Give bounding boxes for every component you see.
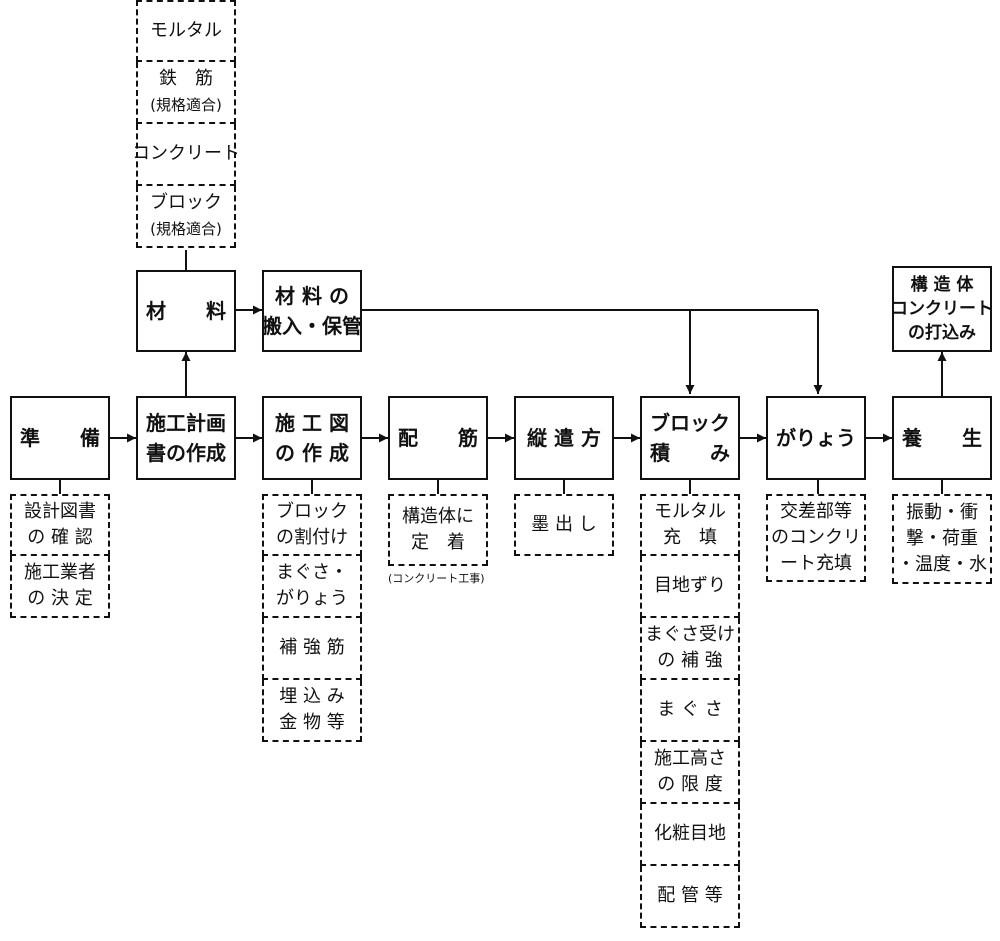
detail-item-line: 施工業者 <box>24 562 96 583</box>
detail-junbi: 設計図書の 確 認施工業者の 決 定 <box>10 494 110 618</box>
node-hannyu-hokan: 材 料 の搬入・保管 <box>262 270 362 352</box>
node-garyou: がりょう <box>766 396 866 480</box>
detail-item-line: 振動・衝 <box>906 502 978 523</box>
node-label-line: 縦 遣 方 <box>527 426 601 450</box>
detail-item: モルタル <box>136 0 236 62</box>
detail-item-line: ート充填 <box>780 553 852 574</box>
detail-item: ま ぐ さ <box>640 680 740 742</box>
detail-item: 鉄 筋 (規格適合) <box>136 62 236 124</box>
detail-item-line: モルタル <box>150 20 222 41</box>
detail-item: まぐさ受けの 補 強 <box>640 618 740 680</box>
detail-item-line: の 確 認 <box>27 527 93 548</box>
detail-item-line: 目地ずり <box>654 575 726 596</box>
detail-zairyo: モルタル鉄 筋 (規格適合) コンクリートブロック (規格適合) <box>132 0 240 248</box>
node-tatefujikata: 縦 遣 方 <box>514 396 614 480</box>
detail-tatefujikata: 墨 出 し <box>514 494 614 556</box>
detail-item-line: の 限 度 <box>657 774 723 795</box>
detail-item: モルタル充 填 <box>640 494 740 556</box>
detail-block-zumi: モルタル充 填目地ずりまぐさ受けの 補 強ま ぐ さ施工高さの 限 度化粧目地配… <box>640 494 740 928</box>
detail-item-line: 施工高さ <box>654 748 726 769</box>
node-label-line: 積 み <box>650 441 730 465</box>
node-label-line: の 作 成 <box>275 441 349 465</box>
node-junbi: 準 備 <box>10 396 110 480</box>
detail-item-line: のコンクリ <box>771 527 861 548</box>
detail-item: 施工業者の 決 定 <box>10 556 110 618</box>
detail-youjou: 振動・衝撃・荷重・温度・水 <box>892 494 992 584</box>
node-haikin: 配 筋 <box>388 396 488 480</box>
detail-item-line: 金 物 等 <box>279 712 345 733</box>
detail-item: ブロック (規格適合) <box>136 186 236 248</box>
node-sekouzu: 施 工 図の 作 成 <box>262 396 362 480</box>
detail-item-line: 交差部等 <box>780 501 852 522</box>
detail-item: 設計図書の 確 認 <box>10 494 110 556</box>
node-label-line: の打込み <box>908 323 976 343</box>
detail-item: 交差部等のコンクリート充填 <box>766 494 866 582</box>
detail-item-line: (規格適合) <box>150 220 222 238</box>
node-label-line: 準 備 <box>20 426 100 450</box>
detail-item-line: ・温度・水 <box>897 554 987 575</box>
node-label-line: コンクリート <box>891 299 993 319</box>
detail-item-line: 補 強 筋 <box>279 637 345 658</box>
node-sekou-keikaku: 施工計画書の作成 <box>136 396 236 480</box>
detail-item-line: 埋 込 み <box>279 686 345 707</box>
detail-item: 目地ずり <box>640 556 740 618</box>
detail-item: 埋 込 み金 物 等 <box>262 680 362 742</box>
node-label-line: 構 造 体 <box>910 275 974 295</box>
haikin-note: (コンクリート工事) <box>388 572 485 585</box>
node-label-line: 配 筋 <box>398 426 478 450</box>
detail-item: 施工高さの 限 度 <box>640 742 740 804</box>
node-label-line: ブロック <box>650 411 730 435</box>
detail-item-line: 撃・荷重 <box>906 528 978 549</box>
detail-item-line: ブロック <box>276 501 348 522</box>
detail-item-line: 墨 出 し <box>531 514 597 535</box>
node-kouzoutai-concrete: 構 造 体コンクリートの打込み <box>891 266 993 352</box>
node-zairyo: 材 料 <box>136 270 236 352</box>
detail-item-line: モルタル <box>654 501 726 522</box>
detail-item: 墨 出 し <box>514 494 614 556</box>
detail-item: 構造体に定 着 <box>388 494 488 566</box>
detail-item: 補 強 筋 <box>262 618 362 680</box>
detail-item-line: まぐさ・ <box>276 562 348 583</box>
detail-haikin: 構造体に定 着 <box>388 494 488 566</box>
detail-item-line: 配 管 等 <box>657 885 723 906</box>
node-block-zumi: ブロック積 み <box>640 396 740 480</box>
detail-item: 配 管 等 <box>640 866 740 928</box>
detail-item: コンクリート <box>132 124 240 186</box>
detail-item: ブロックの割付け <box>262 494 362 556</box>
detail-item-line: 設計図書 <box>24 501 96 522</box>
detail-item-line: ブロック <box>150 192 222 213</box>
node-label-line: 材 料 <box>146 299 226 323</box>
node-label-line: がりょう <box>776 426 856 450</box>
detail-garyou: 交差部等のコンクリート充填 <box>766 494 866 582</box>
node-label-line: 施 工 図 <box>275 411 349 435</box>
detail-item-line: 充 填 <box>663 527 717 548</box>
node-label-line: 書の作成 <box>146 441 226 465</box>
detail-item-line: 化粧目地 <box>654 823 726 844</box>
detail-item-line: がりょう <box>276 588 348 609</box>
node-label-line: 搬入・保管 <box>262 314 362 338</box>
detail-item-line: まぐさ受け <box>645 624 735 645</box>
node-youjou: 養 生 <box>892 396 992 480</box>
node-label-line: 施工計画 <box>146 411 226 435</box>
detail-item-line: 定 着 <box>411 532 465 553</box>
detail-item-line: 構造体に <box>402 506 474 527</box>
detail-item-line: コンクリート <box>132 143 240 164</box>
detail-item-line: (規格適合) <box>150 96 222 114</box>
detail-item-line: の 決 定 <box>27 588 93 609</box>
detail-item: 化粧目地 <box>640 804 740 866</box>
node-label-line: 養 生 <box>902 426 982 450</box>
detail-item-line: の割付け <box>276 527 348 548</box>
detail-item-line: の 補 強 <box>657 650 723 671</box>
detail-item-line: 鉄 筋 <box>159 68 213 89</box>
detail-item-line: ま ぐ さ <box>657 699 723 720</box>
detail-item: 振動・衝撃・荷重・温度・水 <box>892 494 992 584</box>
node-label-line: 材 料 の <box>275 284 349 308</box>
detail-item: まぐさ・がりょう <box>262 556 362 618</box>
detail-sekouzu: ブロックの割付けまぐさ・がりょう補 強 筋埋 込 み金 物 等 <box>262 494 362 742</box>
